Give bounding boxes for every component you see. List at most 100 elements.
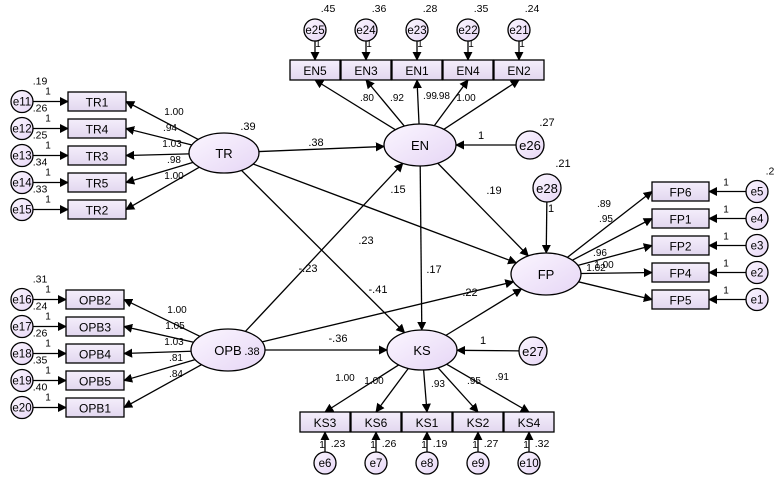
error-e14[interactable] bbox=[10, 170, 34, 195]
indicator-KS2[interactable] bbox=[452, 411, 504, 433]
latent-FP[interactable] bbox=[510, 252, 582, 296]
indicator-FP4[interactable] bbox=[651, 262, 710, 283]
disturbance-var-e26: .27 bbox=[539, 117, 554, 129]
error-label-e1: e1 bbox=[751, 295, 764, 307]
indicator-TR5[interactable] bbox=[67, 172, 127, 193]
error-e7[interactable] bbox=[364, 451, 388, 475]
error-e4[interactable] bbox=[745, 206, 769, 231]
loading-arrow-TR2 bbox=[125, 166, 200, 211]
loading-arrow-EN3 bbox=[365, 79, 405, 127]
loading-arrow-OPB1 bbox=[123, 364, 202, 409]
error-e20[interactable] bbox=[10, 395, 34, 420]
indicator-KS4[interactable] bbox=[503, 411, 555, 433]
error-e19[interactable] bbox=[10, 368, 34, 393]
indicator-label-EN4: EN4 bbox=[456, 64, 480, 78]
error-e1[interactable] bbox=[745, 287, 769, 312]
disturbance-arrow-e28 bbox=[541, 201, 551, 254]
error-e2[interactable] bbox=[745, 260, 769, 285]
loading-arrow-OPB5 bbox=[123, 359, 196, 383]
loading-arrow-EN1 bbox=[412, 79, 422, 125]
error-weight-e23: 1 bbox=[417, 39, 423, 50]
loading-arrow-FP2 bbox=[577, 243, 653, 267]
error-e11[interactable] bbox=[10, 89, 34, 114]
indicator-OPB5[interactable] bbox=[65, 370, 125, 391]
indicator-label-EN5: EN5 bbox=[303, 64, 327, 78]
error-e6[interactable] bbox=[313, 451, 337, 475]
indicator-OPB1[interactable] bbox=[65, 397, 125, 418]
indicator-TR2[interactable] bbox=[67, 199, 127, 220]
loading-arrow-OPB4 bbox=[123, 348, 192, 358]
indicator-TR3[interactable] bbox=[67, 145, 127, 166]
error-weight-e5: 1 bbox=[723, 178, 729, 189]
loading-coef-EN4: .98 bbox=[436, 91, 450, 102]
error-e13[interactable] bbox=[10, 143, 34, 168]
error-var-e6: .23 bbox=[331, 438, 346, 450]
error-label-e11: e11 bbox=[13, 97, 31, 109]
latent-var-TR: .39 bbox=[240, 121, 255, 133]
error-e16[interactable] bbox=[10, 287, 34, 312]
error-e10[interactable] bbox=[517, 451, 541, 475]
indicator-FP6[interactable] bbox=[651, 181, 710, 202]
indicator-OPB2[interactable] bbox=[65, 289, 125, 310]
indicator-EN2[interactable] bbox=[493, 59, 545, 81]
latent-OPB[interactable] bbox=[190, 328, 266, 372]
error-weight-e8: 1 bbox=[421, 440, 427, 451]
indicator-label-KS1: KS1 bbox=[416, 416, 439, 430]
disturbance-e28[interactable] bbox=[532, 173, 562, 203]
disturbance-e27[interactable] bbox=[518, 336, 548, 366]
indicator-EN4[interactable] bbox=[442, 59, 494, 81]
indicator-EN5[interactable] bbox=[289, 59, 341, 81]
error-label-e12: e12 bbox=[12, 124, 31, 136]
loading-arrow-TR3 bbox=[125, 150, 190, 160]
loading-arrow-KS4 bbox=[446, 363, 530, 413]
error-e5[interactable] bbox=[745, 179, 769, 204]
indicator-OPB4[interactable] bbox=[65, 343, 125, 364]
indicator-label-TR5: TR5 bbox=[86, 177, 109, 191]
indicator-OPB3[interactable] bbox=[65, 316, 125, 337]
indicator-KS3[interactable] bbox=[299, 411, 351, 433]
error-label-e3: e3 bbox=[751, 241, 764, 253]
disturbance-e26[interactable] bbox=[515, 130, 545, 160]
loading-arrow-KS2 bbox=[437, 367, 479, 413]
indicator-label-OPB2: OPB2 bbox=[79, 294, 111, 308]
error-e17[interactable] bbox=[10, 314, 34, 339]
indicator-label-EN3: EN3 bbox=[354, 64, 378, 78]
error-weight-e10: 1 bbox=[523, 440, 529, 451]
path-coef-OPB-FP: -.41 bbox=[369, 284, 388, 296]
indicator-TR1[interactable] bbox=[67, 91, 127, 112]
error-e23[interactable] bbox=[405, 18, 429, 42]
indicator-FP2[interactable] bbox=[651, 235, 710, 256]
error-e24[interactable] bbox=[354, 18, 378, 42]
indicator-label-TR3: TR3 bbox=[86, 150, 109, 164]
error-e18[interactable] bbox=[10, 341, 34, 366]
indicator-EN1[interactable] bbox=[391, 59, 443, 81]
error-e22[interactable] bbox=[456, 18, 480, 42]
latent-KS[interactable] bbox=[386, 329, 458, 371]
indicator-FP1[interactable] bbox=[651, 208, 710, 229]
error-label-e13: e13 bbox=[12, 151, 31, 163]
error-label-e23: e23 bbox=[407, 25, 426, 37]
error-e9[interactable] bbox=[466, 451, 490, 475]
error-e15[interactable] bbox=[10, 197, 34, 222]
latent-TR[interactable] bbox=[188, 132, 260, 174]
indicator-KS6[interactable] bbox=[350, 411, 402, 433]
indicator-TR4[interactable] bbox=[67, 118, 127, 139]
error-var-e15: .33 bbox=[33, 184, 48, 196]
indicator-FP5[interactable] bbox=[651, 289, 710, 310]
error-var-e18: .26 bbox=[33, 328, 48, 340]
error-weight-e1: 1 bbox=[723, 286, 729, 297]
indicator-label-FP4: FP4 bbox=[669, 267, 691, 281]
indicator-EN3[interactable] bbox=[340, 59, 392, 81]
latent-label-EN: EN bbox=[411, 138, 429, 153]
error-label-e24: e24 bbox=[356, 25, 376, 37]
error-e21[interactable] bbox=[507, 18, 531, 42]
indicator-KS1[interactable] bbox=[401, 411, 453, 433]
error-weight-e2: 1 bbox=[723, 259, 729, 270]
error-e8[interactable] bbox=[415, 451, 439, 475]
latent-EN[interactable] bbox=[383, 123, 457, 167]
loading-coef-KS4: .91 bbox=[495, 372, 509, 383]
error-e3[interactable] bbox=[745, 233, 769, 258]
error-var-e7: .26 bbox=[382, 438, 397, 450]
error-e12[interactable] bbox=[10, 116, 34, 141]
error-e25[interactable] bbox=[303, 18, 327, 42]
